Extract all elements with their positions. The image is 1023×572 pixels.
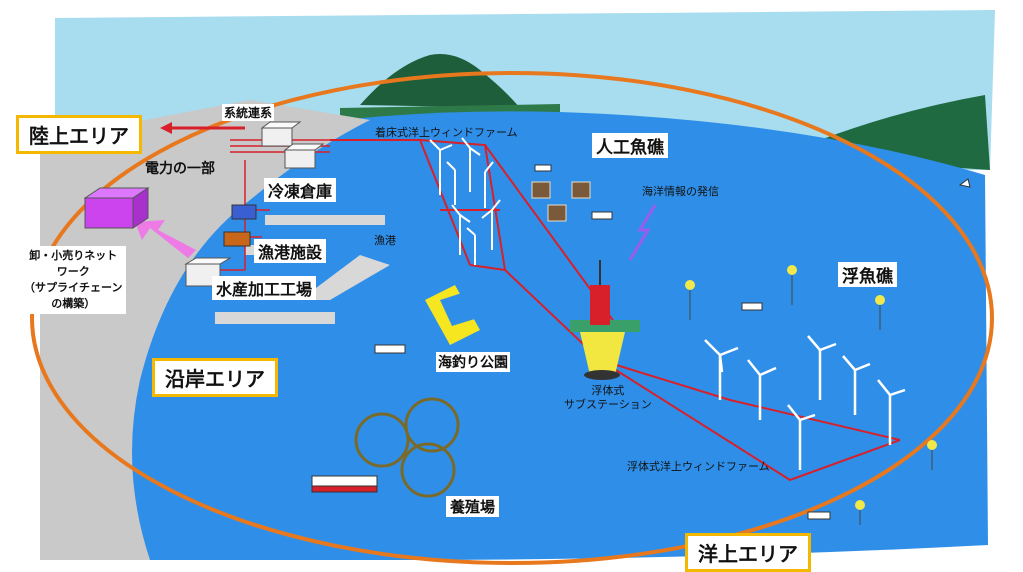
offshore-area-ellipse: [30, 71, 994, 565]
power-building: [283, 143, 325, 169]
network-line-2: ワーク: [56, 265, 90, 278]
fishing-port-label: 漁港: [374, 234, 396, 247]
fixed-wind-farm-label: 着床式洋上ウィンドファーム: [375, 126, 518, 139]
substation-text: サブステーション: [564, 398, 652, 411]
cold-storage-building: [231, 204, 257, 220]
processing-building: [184, 257, 232, 287]
floating-reef-buoys: [685, 265, 937, 525]
substation-label: 浮体式 サブステーション: [564, 384, 652, 412]
coastal-area-label: 沿岸エリア: [152, 358, 278, 397]
network-line-1: 卸・小売りネット: [29, 249, 118, 262]
grid-building: [260, 121, 302, 147]
floating-wind-farm-label: 浮体式洋上ウィンドファーム: [627, 460, 770, 473]
floating-wind-turbines: [704, 335, 906, 470]
sea-cables: [330, 139, 901, 482]
grid-arrow-head: [160, 122, 172, 134]
fishing-port-facility-label: 漁港施設: [254, 239, 327, 263]
artificial-reefs: [531, 181, 591, 222]
breakwater: [300, 255, 390, 300]
grid-connection-label: 系統連系: [222, 104, 275, 121]
aquaculture-nets: [354, 397, 460, 498]
purple-warehouse: [83, 187, 150, 229]
ocean-info-label: 海洋情報の発信: [642, 185, 719, 198]
offshore-area-label: 洋上エリア: [685, 533, 811, 572]
floating-type-text: 浮体式: [591, 384, 625, 397]
fishing-park-label: 海釣り公園: [436, 352, 510, 372]
network-line-4: の構築）: [51, 297, 96, 310]
boats: [311, 164, 971, 520]
pier-lower: [215, 312, 335, 324]
supply-chain-arrow: [135, 220, 196, 258]
fixed-wind-turbines: [429, 137, 501, 265]
fishing-park-platform: [425, 285, 480, 345]
fishing-port-building: [223, 231, 251, 247]
aquaculture-label: 養殖場: [446, 496, 500, 517]
ocean-info-signal: [628, 204, 657, 261]
floating-substation: [570, 260, 640, 380]
floating-reef-label: 浮魚礁: [838, 262, 897, 287]
part-of-power-label: 電力の一部: [145, 161, 215, 177]
mountain: [360, 54, 520, 108]
seafood-processing-label: 水産加工工場: [212, 276, 317, 300]
cold-storage-label: 冷凍倉庫: [264, 178, 337, 202]
supply-chain-network-label: 卸・小売りネット ワーク （サプライチェーン の構築）: [20, 246, 127, 314]
land-area-label: 陸上エリア: [16, 115, 142, 154]
artificial-reef-label: 人工魚礁: [592, 133, 668, 158]
pier-upper: [265, 215, 385, 225]
network-line-3: （サプライチェーン: [24, 281, 123, 294]
